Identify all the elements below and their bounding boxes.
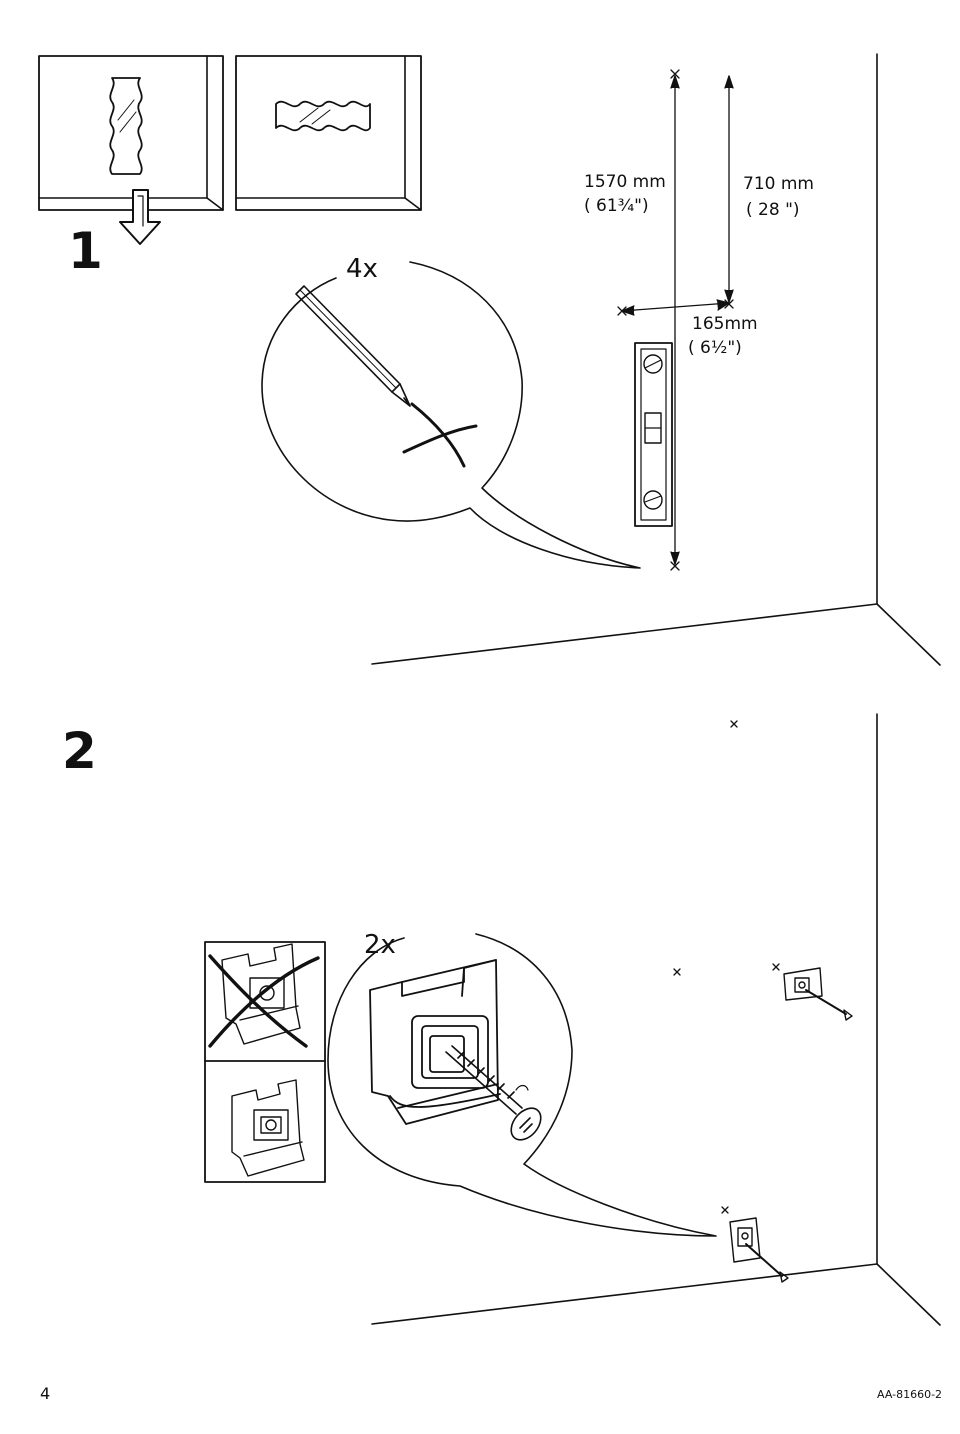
- spirit-level-icon: [634, 342, 673, 527]
- wall-bracket-icon: [783, 967, 853, 1021]
- page-number: 4: [40, 1384, 51, 1403]
- wall-corner-step1: [371, 53, 941, 666]
- cross-mark-icon: [402, 402, 478, 468]
- peel-off-film-icon: [38, 55, 422, 245]
- dim-width-metric: 710 mm: [743, 174, 814, 194]
- bracket-detail-callout: [327, 933, 717, 1237]
- wall-bracket-icon: [729, 1217, 789, 1283]
- dim-width-imperial: ( 28 "): [746, 200, 800, 220]
- dim-offset-imperial: ( 6¹⁄₂"): [688, 338, 742, 358]
- step-2-number: 2: [62, 722, 97, 780]
- dim-height-imperial: ( 61³⁄₄"): [584, 196, 649, 216]
- dim-height-metric: 1570 mm: [584, 172, 666, 192]
- correct-bracket-icon: [231, 1079, 305, 1177]
- bracket-orientation-panel: [204, 941, 326, 1183]
- screw-icon: [445, 1045, 542, 1141]
- incorrect-bracket-icon: [208, 943, 320, 1048]
- step-2-quantity: 2x: [364, 930, 396, 960]
- marking-detail-callout: [261, 261, 641, 569]
- bracket-large-icon: [369, 959, 501, 1125]
- dimension-lines: [617, 69, 734, 571]
- dim-offset-metric: 165mm: [692, 314, 758, 334]
- step-1-quantity: 4x: [346, 254, 378, 284]
- pencil-icon: [295, 285, 411, 407]
- document-code: AA-81660-2: [877, 1388, 943, 1401]
- step-1-number: 1: [68, 222, 103, 280]
- wall-mark-icon: [673, 720, 780, 1214]
- wall-corner-step2: [371, 713, 941, 1326]
